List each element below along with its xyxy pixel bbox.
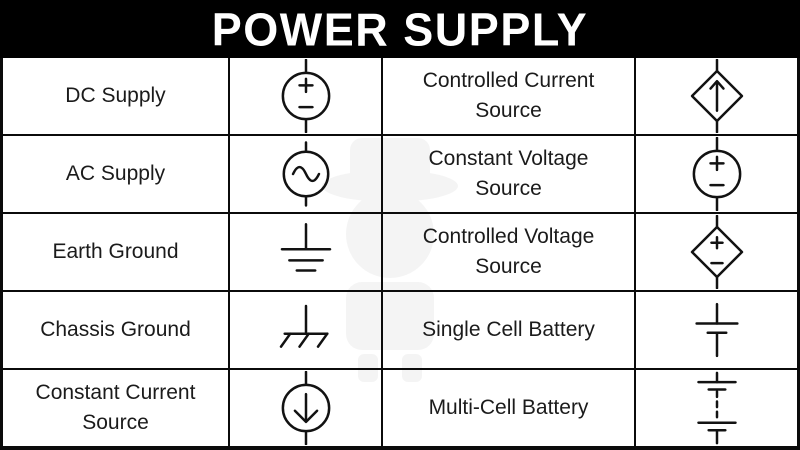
cell-label: Chassis Ground	[3, 292, 230, 368]
cell-symbol	[230, 214, 383, 290]
earth-ground-symbol-icon	[280, 223, 331, 272]
symbols-table: DC Supply Controlled Current Source	[0, 58, 800, 450]
cell-label: Single Cell Battery	[383, 292, 636, 368]
constant-current-source-symbol-icon	[281, 371, 330, 445]
symbol-name: Controlled Current Source	[422, 68, 595, 122]
symbol-name: DC Supply	[65, 83, 166, 107]
table-row: Chassis Ground Single Cell Battery	[3, 292, 797, 370]
chassis-ground-symbol-icon	[279, 304, 329, 348]
controlled-current-source-symbol-icon	[690, 59, 743, 133]
cell-symbol	[636, 292, 797, 368]
table-row: AC Supply Constant Voltage Source	[3, 136, 797, 214]
cell-label: Multi-Cell Battery	[383, 370, 636, 446]
symbol-name: Earth Ground	[52, 239, 179, 263]
multi-cell-battery-symbol-icon	[696, 371, 737, 445]
header-banner: POWER SUPPLY	[0, 0, 800, 58]
cell-symbol	[636, 370, 797, 446]
symbol-name: AC Supply	[65, 161, 166, 185]
cell-symbol	[230, 370, 383, 446]
cell-symbol	[230, 292, 383, 368]
single-cell-battery-symbol-icon	[694, 302, 739, 358]
cell-label: Constant Voltage Source	[383, 136, 636, 212]
page-title: POWER SUPPLY	[211, 2, 589, 56]
cell-symbol	[636, 214, 797, 290]
symbol-name: Constant Current Source	[35, 380, 196, 434]
cell-label: Constant Current Source	[3, 370, 230, 446]
cell-label: AC Supply	[3, 136, 230, 212]
symbol-name: Multi-Cell Battery	[428, 395, 589, 419]
cell-label: Earth Ground	[3, 214, 230, 290]
cell-label: Controlled Current Source	[383, 58, 636, 134]
cell-symbol	[230, 58, 383, 134]
table-row: Constant Current Source Multi-Cell Batte…	[3, 370, 797, 446]
constant-voltage-source-symbol-icon	[692, 137, 741, 211]
symbol-name: Chassis Ground	[40, 317, 191, 341]
symbol-name: Single Cell Battery	[422, 317, 595, 341]
symbol-name: Constant Voltage Source	[428, 146, 589, 200]
table-row: DC Supply Controlled Current Source	[3, 58, 797, 136]
ac-supply-symbol-icon	[282, 141, 329, 207]
cell-symbol	[230, 136, 383, 212]
cell-label: DC Supply	[3, 58, 230, 134]
dc-supply-symbol-icon	[281, 59, 330, 133]
table-row: Earth Ground Controlled Voltage Source	[3, 214, 797, 292]
controlled-voltage-source-symbol-icon	[690, 215, 743, 289]
cell-label: Controlled Voltage Source	[383, 214, 636, 290]
symbol-name: Controlled Voltage Source	[422, 224, 595, 278]
cell-symbol	[636, 58, 797, 134]
cell-symbol	[636, 136, 797, 212]
